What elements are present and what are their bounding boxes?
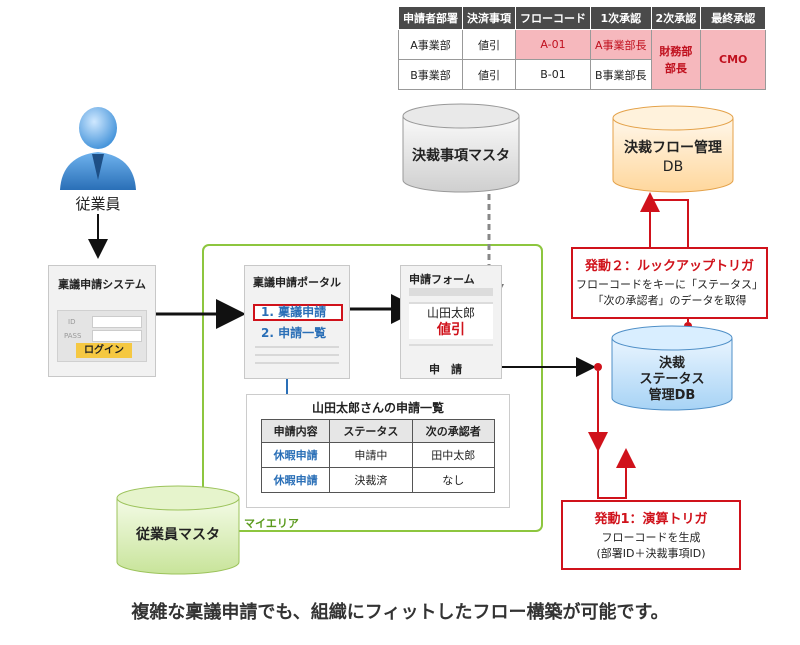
header-decision: 決済事項 [462,6,516,30]
form-title: 申請フォーム [409,273,475,286]
header-department: 申請者部署 [398,6,463,30]
portal-item-list[interactable]: 2. 申請一覧 [261,326,327,340]
id-label: ID [68,318,76,326]
portal-panel: 稟議申請ポータル 1. 稟議申請 2. 申請一覧 [244,265,350,379]
my-area-frame [202,244,543,532]
table-row: 休暇申請 決裁済 なし [260,467,496,493]
login-button[interactable]: ログイン [76,343,132,358]
application-list-table: 申請内容 ステータス 次の承認者 休暇申請 申請中 田中太郎 休暇申請 決裁済 … [260,419,496,493]
status-db-icon [611,325,733,411]
routing-table: 申請者部署 決済事項 フローコード 1次承認 2次承認 最終承認 A事業部 値引… [398,6,767,90]
status-db-label: 決裁 ステータス 管理DB [639,356,705,403]
application-link[interactable]: 休暇申請 [260,442,331,468]
employee-master-label: 従業員マスタ [136,527,220,543]
caption: 複雑な稟議申請でも、組織にフィットしたフロー構築が可能です。 [131,602,669,623]
flow-db-icon [612,105,734,193]
pass-input[interactable] [92,330,142,342]
form-type-field[interactable]: 値引 [409,319,493,339]
application-link[interactable]: 休暇申請 [260,467,331,493]
decision-master-label: 決裁事項マスタ [412,148,510,164]
lookup-trigger-box: 発動２：ルックアップトリガ フローコードをキーに「ステータス」 「次の承認者」の… [571,247,768,319]
employee-label: 従業員 [75,195,121,213]
table-row: A事業部 値引 A-01 A事業部長 財務部 部長 CMO [398,29,767,90]
employee-icon [60,107,136,190]
portal-title: 稟議申請ポータル [253,276,341,289]
calc-trigger-box: 発動1：演算トリガ フローコードを生成 (部署ID＋決裁事項ID) [561,500,741,570]
form-applicant-name: 山田太郎 [409,304,493,321]
application-list-title: 山田太郎さんの申請一覧 [311,401,444,415]
header-second-approval: 2次承認 [650,6,702,30]
login-system-title: 稟議申請システム [58,278,146,291]
header-flow-code: フローコード [515,6,591,30]
pass-label: PASS [64,332,82,340]
flow-db-label: 決裁フロー管理 DB [624,140,722,175]
header-first-approval: 1次承認 [590,6,652,30]
employee-master-db-icon [116,485,240,575]
calc-trigger-title: 発動1：演算トリガ [594,512,708,527]
table-row: B事業部 値引 B-01 B事業部長 [398,59,766,90]
header-final-approval: 最終承認 [700,6,767,30]
form-panel: 申請フォーム 山田太郎 値引 申 請 [400,265,502,379]
application-list-panel: 山田太郎さんの申請一覧 申請内容 ステータス 次の承認者 休暇申請 申請中 田中… [246,394,510,508]
table-row: 休暇申請 申請中 田中太郎 [260,442,496,468]
decision-master-db-icon [402,103,520,193]
final-approver-cell: CMO [700,29,767,90]
lookup-trigger-title: 発動２：ルックアップトリガ [584,259,754,274]
submit-button[interactable]: 申 請 [429,363,462,376]
my-area-label: マイエリア [244,517,299,530]
id-input[interactable] [92,316,142,328]
second-approver-cell: 財務部 部長 [650,29,702,90]
portal-item-apply[interactable]: 1. 稟議申請 [261,305,327,319]
login-system-panel: 稟議申請システム ID PASS ログイン [48,265,156,377]
